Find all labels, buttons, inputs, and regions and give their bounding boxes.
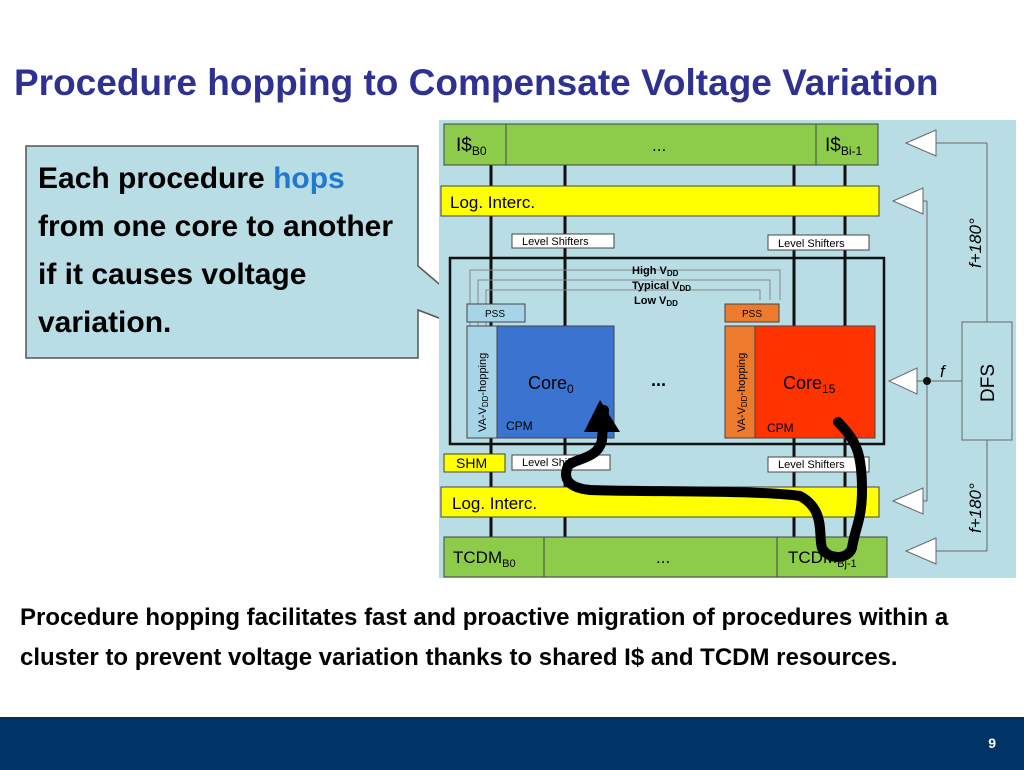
icache-banks [443,123,879,166]
pss-core15 [724,303,780,323]
bottom-text: Procedure hopping facilitates fast and p… [20,604,949,671]
icache-last-bank: I$Bi-1 [825,135,863,158]
cores-ellipsis: ... [651,370,666,390]
freq-label-top: f+180° [966,218,985,268]
va-hopping-core0-label: VA-VDD-hopping [477,353,490,432]
freq-label-mid: f [940,362,947,381]
svg-text:Level Shifters: Level Shifters [778,459,845,471]
clock-buffers [887,129,937,565]
arrow-head-icon [584,400,620,432]
freq-label-bottom: f+180° [966,483,985,533]
footer-bar: 9 [0,717,1024,770]
dfs-block [961,321,1013,441]
va-hopping-core0 [466,325,498,439]
buffer-icon [904,537,937,565]
core15-label: Core15 [783,373,836,396]
tcdm-banks [443,536,888,578]
clock-wires [917,142,988,552]
svg-text:PSS: PSS [485,309,505,320]
icache-first-bank: I$B0 [456,135,487,158]
hops-highlight: hops [273,162,345,195]
log-interc-top [440,185,880,217]
svg-text:Level Shifters: Level Shifters [778,238,845,250]
buffer-icon [891,487,924,515]
high-vdd-label: High VDD [632,265,679,278]
core0-label: Core0 [528,373,574,396]
va-hopping-core15-label: VA-VDD-hopping [736,353,749,432]
pss-core0 [466,303,526,323]
tcdm-first-bank: TCDMB0 [453,548,516,570]
buffer-icon [904,129,937,157]
icache-ellipsis: ... [652,136,666,155]
page-number: 9 [988,735,996,751]
low-vdd-label: Low VDD [634,295,678,308]
core0-cpm: CPM [506,419,533,433]
level-shifters-top-right [767,234,870,251]
svg-text:PSS: PSS [742,309,762,320]
buffer-icon [891,187,924,215]
svg-text:Level Shift: Level Shift [522,457,573,469]
level-shifters-top-left [511,233,615,249]
dfs-label: DFS [978,364,999,402]
hopping-arrow [561,400,867,562]
svg-text:Level Shifters: Level Shifters [522,236,589,248]
log-interc-bottom-label: Log. Interc. [452,494,537,513]
core15-cpm: CPM [767,421,794,435]
clock-junction [923,377,931,385]
callout-text: Each procedure hops from one core to ano… [38,162,394,339]
shm-block [443,453,506,473]
slide-title: Procedure hopping to Compensate Voltage … [14,62,939,103]
level-shifters-bottom-right [767,456,870,473]
cluster-box [448,256,886,446]
core15 [754,325,876,439]
tcdm-ellipsis: ... [656,548,670,567]
log-interc-top-label: Log. Interc. [450,193,535,212]
buffer-icon [887,367,918,395]
typical-vdd-label: Typical VDD [632,280,691,293]
shm-label: SHM [456,455,487,471]
